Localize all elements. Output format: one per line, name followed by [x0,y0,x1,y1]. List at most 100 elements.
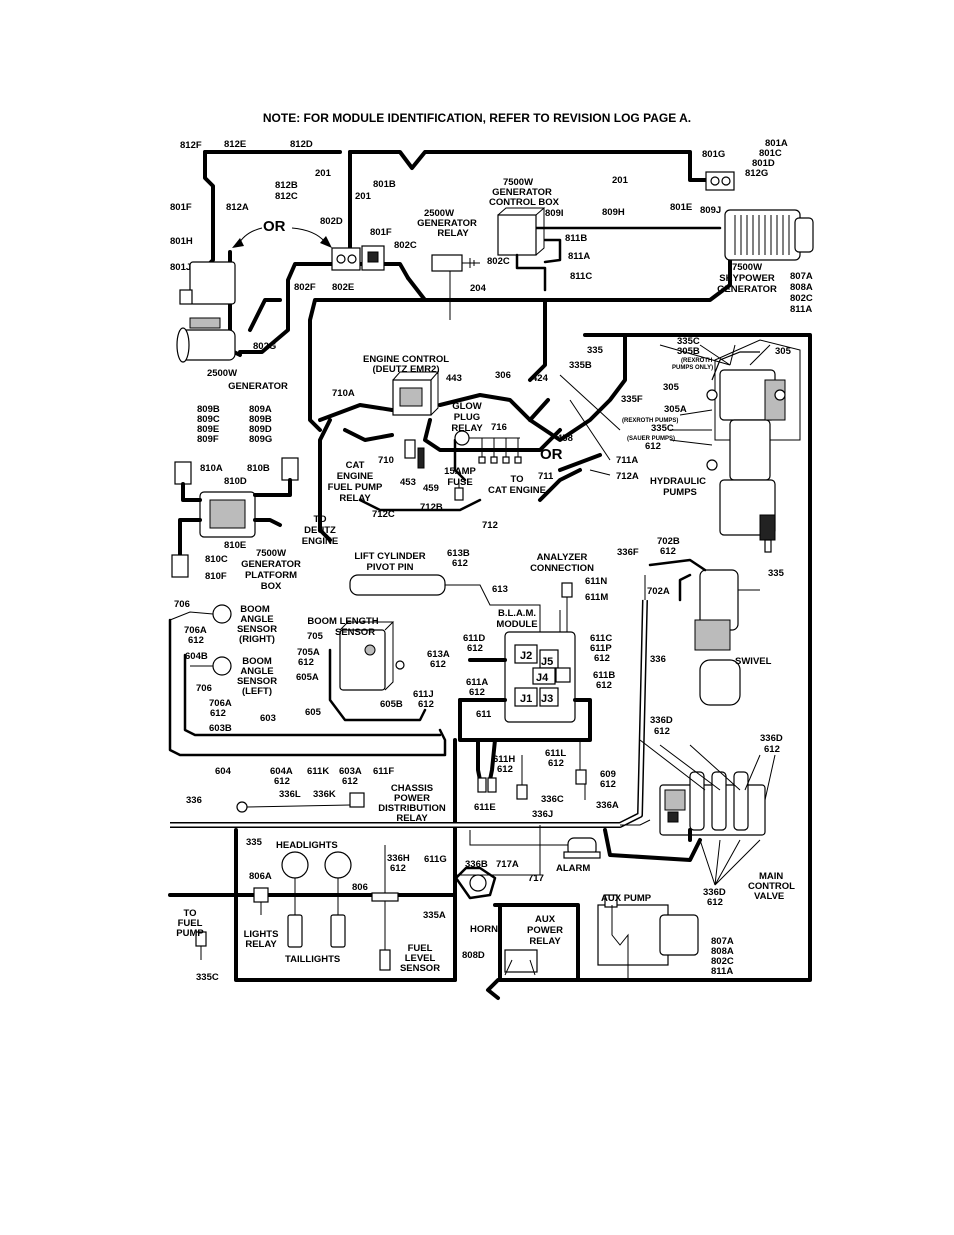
label-612-j: 612 [469,687,485,698]
label-336: 336 [650,654,666,665]
label-705a: 705A [297,647,320,658]
label-336d-b: 336D [760,733,783,744]
label-810e: 810E [224,540,246,551]
label-801c: 801C [759,148,782,159]
label-hydraulic-2: PUMPS [663,487,697,498]
label-612-k: 612 [594,653,610,664]
label-710: 710 [378,455,394,466]
label-801d: 801D [752,158,775,169]
label-706: 706 [174,599,190,610]
label-335c-b: 335C [651,423,674,434]
label-skypower-3: GENERATOR [717,284,777,295]
label-711a: 711A [616,455,638,466]
swivel [648,558,760,706]
label-812b: 812B [275,180,298,191]
label-702a: 702A [647,586,670,597]
engine-harness [318,333,627,542]
label-612-u: 612 [707,897,723,908]
label-801f: 801F [170,202,192,213]
label-to-deutz-2: DEUTZ [304,525,336,536]
label-809a: 809A [249,404,272,415]
label-chassis-relay-4: RELAY [396,813,428,824]
label-612-h: 612 [467,643,483,654]
engine-control-deutz [392,371,440,416]
label-glow-2: PLUG [454,412,480,423]
label-712a: 712A [616,471,639,482]
label-to-fuel-pump-3: PUMP [176,928,204,939]
label-710a: 710A [332,388,355,399]
label-702b: 702B [657,536,680,547]
label-612-l: 612 [596,680,612,691]
label-336d-c: 336D [703,887,726,898]
label-811b: 811B [565,233,587,244]
hydraulic-pumps [659,339,801,553]
label-605: 605 [305,707,322,718]
label-to-cat-2: CAT ENGINE [488,485,546,496]
label-alarm: ALARM [556,863,590,874]
label-fuse-2: FUSE [447,477,472,488]
label-612-r: 612 [654,726,670,737]
label-fuse-1: 15AMP [444,466,476,477]
label-705: 705 [307,631,324,642]
label-706a: 706A [184,625,207,636]
lower-chassis-components [236,738,601,876]
label-305b: 305B [677,346,700,357]
label-458: 458 [557,433,573,444]
label-806: 806 [352,882,368,893]
label-807a: 807A [790,271,813,282]
page-note: NOTE: FOR MODULE IDENTIFICATION, REFER T… [262,111,692,125]
label-612-o: 612 [497,764,513,775]
label-control-box-2: GENERATOR [492,187,552,198]
or-arrows [232,227,332,248]
label-j5: J5 [541,656,553,668]
label-to-deutz-3: ENGINE [302,536,338,547]
label-aux-pump: AUX PUMP [601,893,652,904]
label-chassis-relay-1: CHASSIS [391,783,433,794]
label-809h: 809H [602,207,625,218]
label-201: 201 [315,168,332,179]
label-611e: 611E [474,802,496,813]
label-812f: 812F [180,140,202,151]
label-rexroth-pumps: (REXROTH PUMPS) [622,418,678,424]
label-335: 335 [587,345,604,356]
label-boom-angle-left-4: (LEFT) [242,686,272,697]
label-to-cat-1: TO [510,474,523,485]
label-analyzer-2: CONNECTION [530,563,594,574]
label-rexroth-2: PUMPS ONLY) [672,365,713,371]
label-612-g: 612 [418,699,434,710]
label-mcv-2: CONTROL [748,881,795,892]
lights-components [195,845,399,971]
label-612-t: 612 [390,863,406,874]
label-lights-relay-2: RELAY [245,939,277,950]
label-335c-c: 335C [196,972,219,983]
label-cat-relay-1: CAT [346,460,365,471]
label-612-e: 612 [298,657,314,668]
skypower-generator [724,209,814,261]
label-812c: 812C [275,191,298,202]
label-cat-relay-3: FUEL PUMP [328,482,383,493]
label-611m: 611M [585,592,608,603]
label-skypower-2: SKYPOWER [719,273,775,284]
label-335-b: 335 [768,568,785,579]
label-lights-relay-1: LIGHTS [244,929,279,940]
label-mcv-1: MAIN [759,871,783,882]
label-blam-1: B.L.A.M. [498,608,536,619]
label-engine-control-1: ENGINE CONTROL [363,354,449,365]
outlet-802d [331,245,385,271]
label-706-b: 706 [196,683,212,694]
label-336h: 336H [387,853,410,864]
label-712c: 712C [372,509,395,520]
boom-sensors-harness [168,604,447,757]
label-boom-length-2: SENSOR [335,627,375,638]
connector-box-801g [705,171,735,191]
label-613: 613 [492,584,508,595]
label-812a: 812A [226,202,249,213]
label-j3: J3 [541,693,553,705]
label-611f: 611F [373,766,394,777]
label-relay-2: GENERATOR [417,218,477,229]
label-711: 711 [538,471,554,482]
label-801f-b: 801F [370,227,392,238]
label-336l: 336L [279,789,301,800]
label-809b-b: 809B [249,414,272,425]
